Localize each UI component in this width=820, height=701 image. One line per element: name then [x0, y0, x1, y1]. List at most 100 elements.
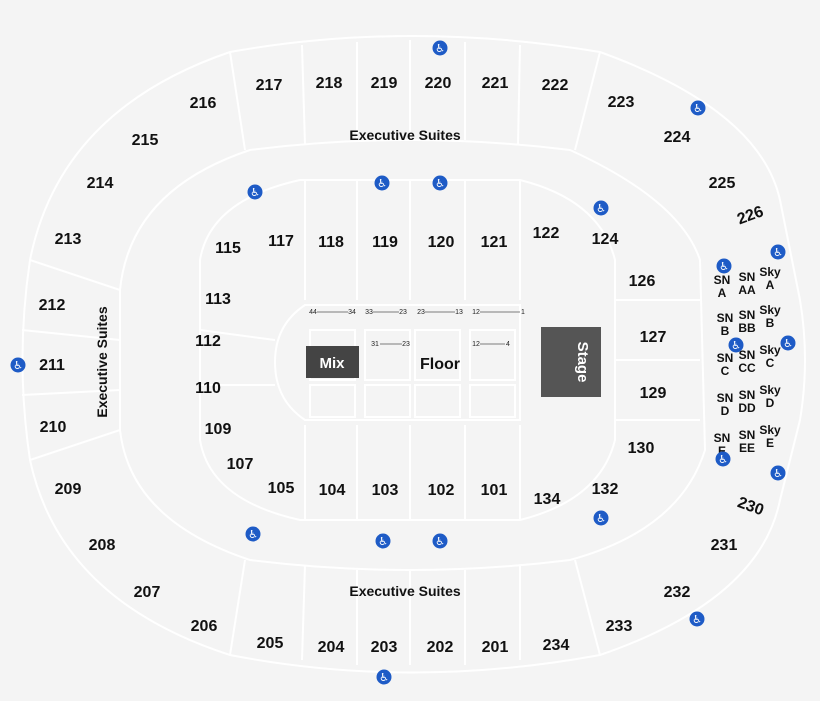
suite-sn-cc-top[interactable]: SN [739, 348, 756, 362]
section-132[interactable]: 132 [592, 481, 619, 498]
section-219[interactable]: 219 [371, 75, 398, 92]
section-201[interactable]: 201 [482, 639, 509, 656]
section-122[interactable]: 122 [533, 225, 560, 242]
section-103[interactable]: 103 [372, 482, 399, 499]
section-221[interactable]: 221 [482, 75, 509, 92]
floor-row-marker[interactable]: 12 [472, 341, 480, 348]
section-126[interactable]: 126 [629, 273, 656, 290]
suite-sky-c-bottom[interactable]: C [766, 356, 775, 370]
mix-booth[interactable] [306, 346, 359, 378]
suite-sn-d-top[interactable]: SN [717, 391, 734, 405]
section-134[interactable]: 134 [534, 491, 561, 508]
suite-sky-a-top[interactable]: Sky [759, 265, 781, 279]
section-207[interactable]: 207 [134, 584, 161, 601]
wheelchair-icon: ♿ [770, 465, 786, 481]
suite-sn-e-bottom[interactable]: E [718, 444, 726, 458]
floor-row-marker[interactable]: 33 [365, 309, 373, 316]
section-105[interactable]: 105 [268, 480, 295, 497]
section-215[interactable]: 215 [132, 132, 159, 149]
section-112[interactable]: 112 [195, 333, 221, 350]
section-232[interactable]: 232 [664, 584, 691, 601]
suite-sky-d-bottom[interactable]: D [766, 396, 775, 410]
section-222[interactable]: 222 [542, 77, 569, 94]
floor-row-marker[interactable]: 23 [417, 309, 425, 316]
section-233[interactable]: 233 [606, 618, 633, 635]
floor-row-marker[interactable]: 23 [402, 341, 410, 348]
section-230[interactable]: 230 [735, 494, 766, 519]
suite-sn-b-bottom[interactable]: B [721, 324, 730, 338]
section-115[interactable]: 115 [215, 240, 241, 257]
section-208[interactable]: 208 [89, 537, 116, 554]
floor-row-marker[interactable]: 31 [371, 341, 379, 348]
suite-sn-e-top[interactable]: SN [714, 431, 731, 445]
suite-sn-ee-top[interactable]: SN [739, 428, 756, 442]
floor-row-marker[interactable]: 12 [472, 309, 480, 316]
section-204[interactable]: 204 [318, 639, 345, 656]
suite-sn-ee-bottom[interactable]: EE [739, 441, 755, 455]
suite-sn-aa-top[interactable]: SN [739, 270, 756, 284]
section-224[interactable]: 224 [664, 129, 691, 146]
suite-sky-e-bottom[interactable]: E [766, 436, 774, 450]
floor-row-marker[interactable]: 44 [309, 309, 317, 316]
section-217[interactable]: 217 [256, 77, 283, 94]
section-117[interactable]: 117 [268, 233, 294, 250]
section-120[interactable]: 120 [428, 234, 455, 251]
section-129[interactable]: 129 [640, 385, 667, 402]
section-214[interactable]: 214 [87, 175, 114, 192]
suite-sn-a-top[interactable]: SN [714, 273, 731, 287]
suite-sn-cc-bottom[interactable]: CC [738, 361, 756, 375]
section-216[interactable]: 216 [190, 95, 217, 112]
section-213[interactable]: 213 [55, 231, 82, 248]
section-210[interactable]: 210 [40, 419, 67, 436]
suite-sn-dd-top[interactable]: SN [739, 388, 756, 402]
suite-sky-d-top[interactable]: Sky [759, 383, 781, 397]
section-202[interactable]: 202 [427, 639, 454, 656]
section-212[interactable]: 212 [39, 297, 66, 314]
section-101[interactable]: 101 [481, 482, 508, 499]
section-225[interactable]: 225 [709, 175, 736, 192]
section-110[interactable]: 110 [195, 380, 221, 397]
section-124[interactable]: 124 [592, 231, 619, 248]
floor-row-marker[interactable]: 1 [521, 309, 525, 316]
floor-row-marker[interactable]: 13 [455, 309, 463, 316]
suite-sky-e-top[interactable]: Sky [759, 423, 781, 437]
section-113[interactable]: 113 [205, 291, 231, 308]
section-205[interactable]: 205 [257, 635, 284, 652]
suite-sn-c-top[interactable]: SN [717, 351, 734, 365]
section-107[interactable]: 107 [227, 456, 254, 473]
suite-sky-b-top[interactable]: Sky [759, 303, 781, 317]
suite-sn-c-bottom[interactable]: C [721, 364, 730, 378]
suite-sn-bb-top[interactable]: SN [739, 308, 756, 322]
section-130[interactable]: 130 [628, 440, 655, 457]
section-220[interactable]: 220 [425, 75, 452, 92]
floor-row-marker[interactable]: 4 [506, 341, 510, 348]
stage-block[interactable] [541, 327, 601, 397]
section-203[interactable]: 203 [371, 639, 398, 656]
section-109[interactable]: 109 [205, 421, 232, 438]
section-223[interactable]: 223 [608, 94, 635, 111]
section-209[interactable]: 209 [55, 481, 82, 498]
section-121[interactable]: 121 [481, 234, 508, 251]
section-211[interactable]: 211 [39, 357, 65, 374]
section-104[interactable]: 104 [319, 482, 346, 499]
floor-row-marker[interactable]: 34 [348, 309, 356, 316]
suite-sn-b-top[interactable]: SN [717, 311, 734, 325]
suite-sn-aa-bottom[interactable]: AA [738, 283, 756, 297]
suite-sky-c-top[interactable]: Sky [759, 343, 781, 357]
section-119[interactable]: 119 [372, 234, 398, 251]
suite-sn-bb-bottom[interactable]: BB [738, 321, 756, 335]
section-226[interactable]: 226 [735, 203, 766, 228]
section-102[interactable]: 102 [428, 482, 455, 499]
section-206[interactable]: 206 [191, 618, 218, 635]
section-234[interactable]: 234 [543, 637, 570, 654]
suite-sn-d-bottom[interactable]: D [721, 404, 730, 418]
section-218[interactable]: 218 [316, 75, 343, 92]
suite-sky-b-bottom[interactable]: B [766, 316, 775, 330]
section-118[interactable]: 118 [318, 234, 344, 251]
section-127[interactable]: 127 [640, 329, 667, 346]
section-231[interactable]: 231 [711, 537, 738, 554]
suite-sky-a-bottom[interactable]: A [766, 278, 775, 292]
suite-sn-dd-bottom[interactable]: DD [738, 401, 756, 415]
suite-sn-a-bottom[interactable]: A [718, 286, 727, 300]
floor-row-marker[interactable]: 23 [399, 309, 407, 316]
